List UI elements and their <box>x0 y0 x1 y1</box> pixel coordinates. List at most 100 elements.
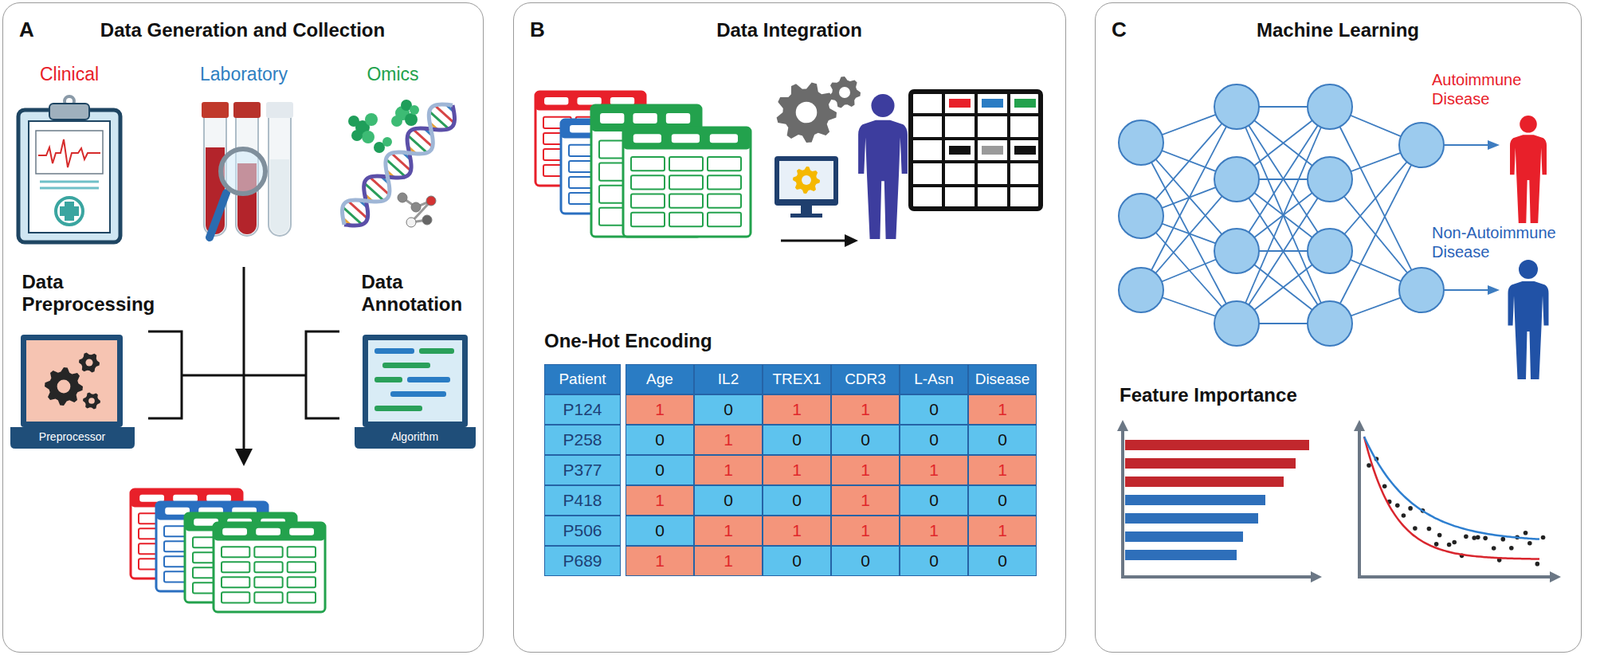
sheet-cell <box>287 546 316 557</box>
class-label: Autoimmune Disease <box>1431 70 1536 109</box>
table-cell: 0 <box>694 485 763 516</box>
table-cell: 0 <box>899 424 969 455</box>
network-link <box>1236 106 1330 324</box>
tube-cap <box>266 101 294 118</box>
person-head <box>1518 259 1538 279</box>
monitor-stand <box>800 205 812 214</box>
panel-b-art <box>535 76 1041 248</box>
sheet-cell <box>254 546 283 557</box>
chart-axis <box>1357 575 1552 579</box>
scatter-dot <box>1475 534 1481 540</box>
table-chip <box>949 98 971 108</box>
sheet-pill <box>671 133 700 143</box>
sheet-body <box>623 127 751 237</box>
importance-bar <box>1125 513 1259 524</box>
tube-cap <box>201 101 229 118</box>
scatter-dot <box>1407 505 1413 511</box>
patient-id-cell: P506 <box>544 515 621 546</box>
table-cell: 1 <box>694 515 763 546</box>
gear-icon <box>829 76 862 109</box>
laptop-node: Data AnnotationAlgorithm <box>351 265 479 453</box>
table-grid <box>910 160 1041 164</box>
table-cell: 1 <box>831 515 900 546</box>
molecule-atom <box>406 217 416 228</box>
sheet-cell <box>221 546 250 557</box>
table-grid <box>910 184 1041 188</box>
clipboard-paper <box>28 121 110 233</box>
data-sheet <box>213 522 326 612</box>
scatter-dot <box>1427 526 1432 532</box>
gear-hole <box>85 358 93 366</box>
sheet-cell <box>669 175 703 189</box>
sheet-cell <box>254 576 283 588</box>
sheet-cell <box>669 194 703 208</box>
gear-hole <box>839 86 851 99</box>
protein-blob <box>361 130 375 144</box>
gear-hole <box>796 101 818 124</box>
network-neuron <box>1399 122 1444 168</box>
scatter-dot <box>1463 533 1469 539</box>
magnifier-handle <box>209 192 227 238</box>
laptop-frame <box>20 334 123 428</box>
table-cell: 0 <box>968 485 1037 516</box>
scatter-dot <box>1366 462 1372 468</box>
table-cell: 0 <box>968 424 1037 455</box>
chart-axis <box>1357 429 1361 577</box>
annotation-bar <box>419 348 455 354</box>
table-cell: 0 <box>899 545 969 577</box>
table-grid <box>941 91 946 209</box>
arrow-head <box>1487 285 1500 295</box>
chart-heading: Feature Importance <box>1119 384 1375 408</box>
axis-arrow <box>1353 419 1365 432</box>
scatter-dot <box>1523 530 1529 536</box>
table-cell: 0 <box>899 394 969 425</box>
medical-circle <box>55 197 83 225</box>
table-cell: 0 <box>831 424 900 455</box>
annotation-bar <box>374 348 415 354</box>
table-grid <box>910 113 1041 117</box>
person-head <box>870 94 895 118</box>
fit-curve <box>1364 436 1540 540</box>
protein-blob <box>351 129 363 142</box>
person-body <box>1509 134 1547 224</box>
output-arrow <box>1443 144 1491 146</box>
network-neuron <box>1399 267 1444 313</box>
sheet-cell <box>631 194 665 208</box>
table-chip <box>1014 145 1036 155</box>
scatter-dot <box>1527 541 1533 546</box>
table-cell: 1 <box>694 545 763 577</box>
panel-letter: A <box>19 17 35 43</box>
network-neuron <box>1214 84 1259 130</box>
sheet-cell <box>287 576 316 588</box>
panel-letter: B <box>529 17 546 43</box>
sheet-pill <box>600 113 624 124</box>
sheet-pill <box>255 528 281 536</box>
scatter-dot <box>1541 535 1546 541</box>
network-neuron <box>1214 228 1259 274</box>
scatter-dot <box>1412 525 1418 531</box>
patient-id-cell: P124 <box>544 394 621 425</box>
bracket-line <box>148 331 182 419</box>
table-cell: 1 <box>968 515 1037 546</box>
person-head <box>1519 115 1538 134</box>
bracket-line <box>305 331 340 419</box>
panel-box: CMachine Learning <box>1094 2 1582 653</box>
protein-blob <box>391 115 403 127</box>
sheet-pill <box>222 528 248 536</box>
scatter-dot <box>1482 536 1488 542</box>
panel-title: Data Generation and Collection <box>50 19 435 43</box>
molecule-atom <box>411 202 421 212</box>
table-chip <box>981 145 1004 155</box>
sheet-cell <box>631 156 665 171</box>
axis-arrow <box>1117 419 1129 432</box>
network-neuron <box>1118 193 1164 239</box>
table-cell: 1 <box>762 515 832 546</box>
panel-c-art <box>1117 84 1561 583</box>
sheet-cell <box>221 592 250 603</box>
scatter-dot <box>1401 513 1407 518</box>
category-label: Omics <box>337 63 449 87</box>
table-cell: 0 <box>968 545 1037 577</box>
integrated-table <box>910 91 1041 209</box>
sheet-pill <box>172 494 198 502</box>
